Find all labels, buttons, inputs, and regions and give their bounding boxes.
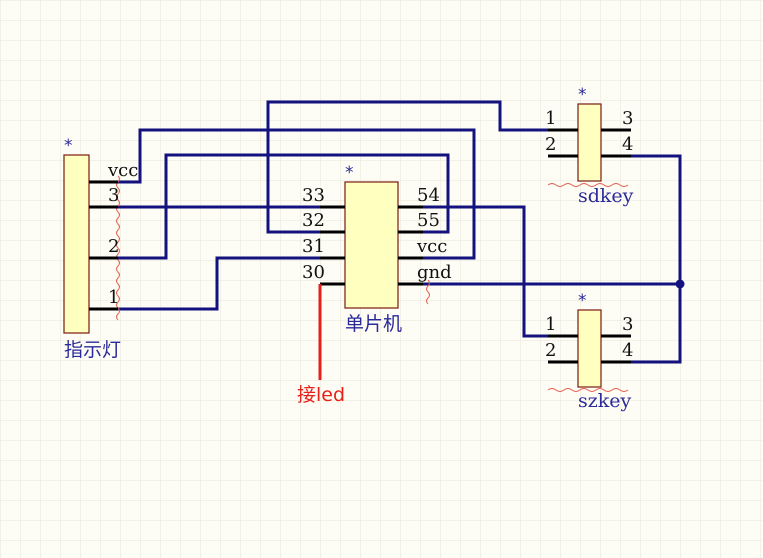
mcu-pin-54-label: 54 xyxy=(417,185,440,206)
mcu-pin-32-label: 32 xyxy=(302,210,325,231)
sdkey-component[interactable]: 1 2 3 4 * sdkey xyxy=(545,85,634,207)
sdkey-ref-designator: * xyxy=(578,85,587,105)
wire-mcu-32-to-sdkey-1[interactable] xyxy=(266,100,578,234)
wire-indicator-1-to-mcu-31[interactable] xyxy=(89,256,345,311)
mcu-name: 单片机 xyxy=(345,313,402,335)
mcu-component[interactable]: 33 32 31 30 54 55 vcc gnd * 单片机 xyxy=(302,163,452,335)
led-annotation: 接led xyxy=(297,284,345,406)
szkey-pin-2-label: 2 xyxy=(545,340,556,361)
wire-indicator-2-to-mcu-55[interactable] xyxy=(89,153,450,260)
pin-marker-squiggle xyxy=(547,183,629,187)
wires xyxy=(89,100,685,364)
wire-indicator-vcc-to-mcu-vcc[interactable] xyxy=(89,128,476,260)
szkey-ref-designator: * xyxy=(578,291,587,311)
indicator-pin-2-label: 2 xyxy=(108,236,119,257)
mcu-pin-31-label: 31 xyxy=(302,236,325,257)
sdkey-pin-4-label: 4 xyxy=(622,134,633,155)
mcu-pin-33-label: 33 xyxy=(302,185,325,206)
indicator-name: 指示灯 xyxy=(64,339,121,361)
pin-marker-squiggle xyxy=(116,175,120,321)
junction-dot xyxy=(675,279,685,289)
indicator-body xyxy=(63,154,90,334)
indicator-pin-1-label: 1 xyxy=(108,287,119,308)
pin-marker-squiggle xyxy=(547,388,629,392)
szkey-pin-4-label: 4 xyxy=(622,340,633,361)
mcu-ref-designator: * xyxy=(345,163,354,183)
mcu-body xyxy=(344,181,399,309)
szkey-component[interactable]: 1 2 3 4 * szkey xyxy=(545,291,633,412)
indicator-component[interactable]: vcc 3 2 1 * 指示灯 xyxy=(63,136,138,361)
mcu-pin-gnd-label: gnd xyxy=(417,262,452,283)
sdkey-body xyxy=(577,103,602,182)
szkey-body xyxy=(577,309,602,388)
pin-marker-squiggle xyxy=(426,279,430,305)
szkey-name: szkey xyxy=(578,390,632,412)
sdkey-pin-2-label: 2 xyxy=(545,134,556,155)
mcu-pin-55-label: 55 xyxy=(417,210,440,231)
indicator-pin-vcc-label: vcc xyxy=(107,160,138,181)
sdkey-name: sdkey xyxy=(578,185,634,207)
indicator-ref-designator: * xyxy=(64,136,73,156)
wire-sdkey-4-to-szkey-4[interactable] xyxy=(601,154,682,364)
szkey-pin-3-label: 3 xyxy=(622,314,633,335)
szkey-pin-1-label: 1 xyxy=(545,314,556,335)
led-annotation-text: 接led xyxy=(297,384,345,406)
sdkey-pin-3-label: 3 xyxy=(622,108,633,129)
sdkey-pin-1-label: 1 xyxy=(545,108,556,129)
mcu-pin-30-label: 30 xyxy=(302,262,325,283)
indicator-pin-3-label: 3 xyxy=(108,185,119,206)
mcu-pin-vcc-label: vcc xyxy=(416,236,447,257)
